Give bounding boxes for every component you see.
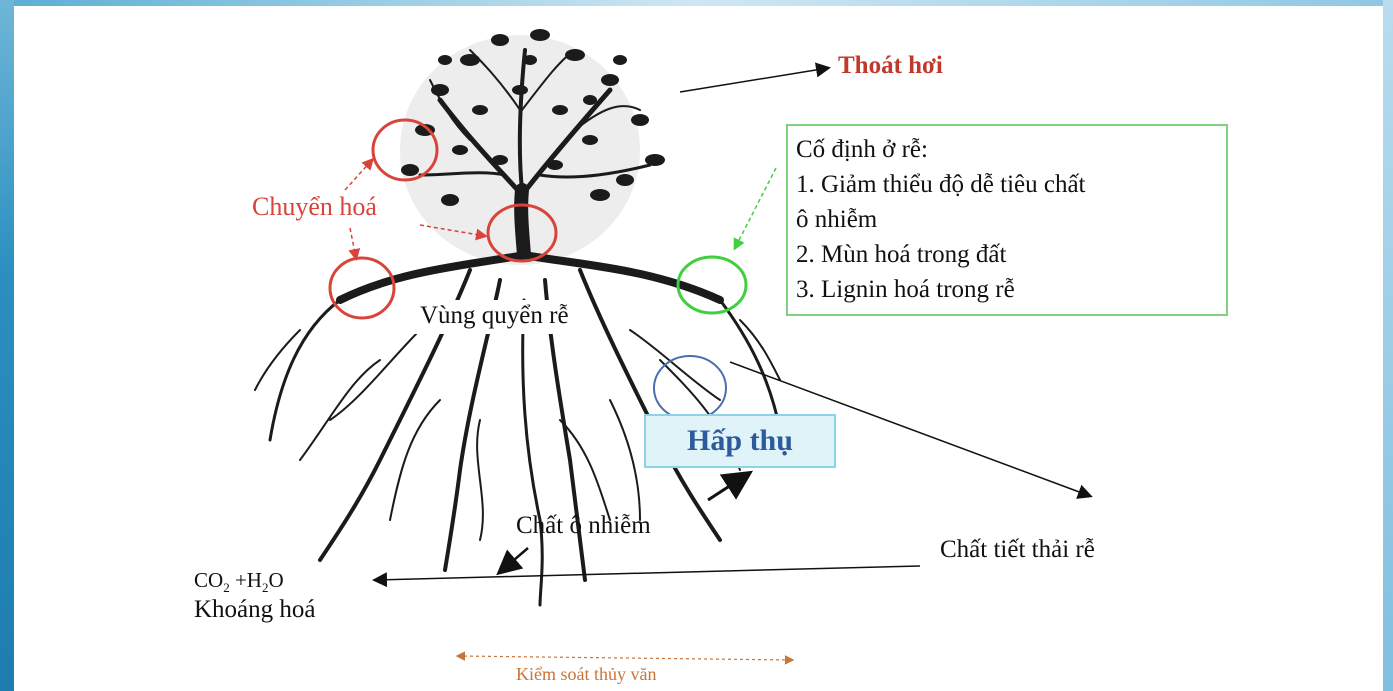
fixation-arrow (735, 168, 776, 248)
absorption-label: Hấp thụ (644, 414, 836, 468)
absorption-arrow (708, 474, 748, 500)
fixation-title: Cố định ở rễ: (796, 132, 1218, 167)
fixation-item: ô nhiễm (796, 202, 1218, 237)
transformation-label: Chuyển hoá (252, 192, 377, 222)
absorption-circle (654, 356, 726, 420)
fixation-item: 3. Lignin hoá trong rễ (796, 272, 1218, 307)
transpiration-arrow (680, 68, 828, 92)
root-exudate-label: Chất tiết thải rễ (940, 536, 1095, 564)
transpiration-label: Thoát hơi (838, 52, 943, 80)
mineralization-label: Khoáng hoá (194, 596, 316, 624)
o-text: O (268, 568, 283, 592)
pollutant-arrow (500, 548, 528, 572)
tree-canopy (400, 29, 665, 265)
pollutant-label: Chất ô nhiễm (516, 512, 651, 540)
co2-h2o-label: CO2 +H2O (194, 568, 284, 596)
rhizosphere-label: Vùng quyển rễ (410, 300, 579, 334)
hydrology-arrow (458, 656, 792, 660)
fixation-item: 1. Giảm thiểu độ dễ tiêu chất (796, 167, 1218, 202)
fixation-box: Cố định ở rễ: 1. Giảm thiểu độ dễ tiêu c… (786, 124, 1228, 316)
hydrology-control-label: Kiểm soát thủy văn (516, 664, 656, 685)
co2-text: CO (194, 568, 223, 592)
fixation-item: 2. Mùn hoá trong đất (796, 237, 1218, 272)
plus-h-text: +H (230, 568, 262, 592)
mineral-arrow (375, 566, 920, 580)
